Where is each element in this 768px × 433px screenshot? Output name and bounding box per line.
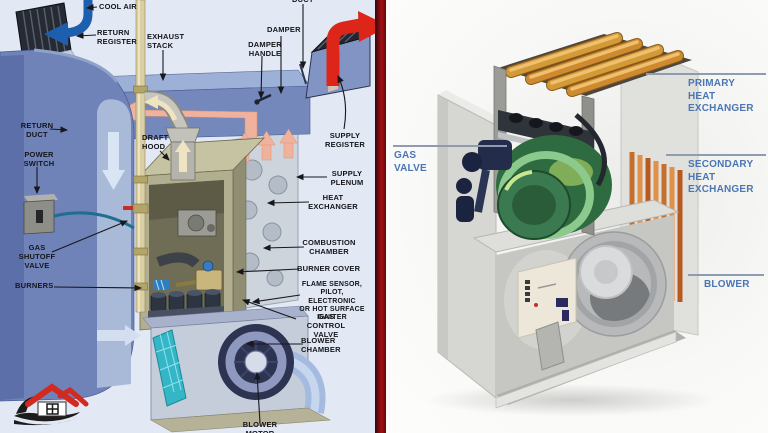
furnace-schematic-art <box>0 0 375 433</box>
label-gas-shutoff-valve: GAS SHUTOFF VALVE <box>18 243 56 270</box>
label-burners: BURNERS <box>15 281 54 290</box>
gas-control-valve-part <box>175 260 223 291</box>
silver-blower-drum <box>561 231 667 337</box>
leader-lines <box>33 4 347 424</box>
label-secondary-heat-exchanger: SECONDARY HEAT EXCHANGER <box>688 159 754 195</box>
red-divider-bar <box>375 0 386 433</box>
home-services-logo <box>14 383 89 426</box>
label-gas-control-valve: GAS CONTROL VALVE <box>306 312 346 339</box>
label-damper-handle: DAMPER HANDLE <box>248 40 282 58</box>
callout-line-primary <box>646 73 766 75</box>
callout-line-blower <box>688 274 764 276</box>
shutoff-valve-handle <box>123 206 133 210</box>
burners-row <box>148 289 224 321</box>
air-filter <box>152 329 187 407</box>
label-supply-plenum: SUPPLY PLENUM <box>330 169 364 187</box>
label-primary-heat-exchanger: PRIMARY HEAT EXCHANGER <box>688 78 754 114</box>
label-gas-valve: GAS VALVE <box>394 150 427 174</box>
igniter-part <box>153 279 169 291</box>
damper-handle-part <box>254 93 272 105</box>
return-air-arrow-down <box>102 132 125 190</box>
label-return-duct: RETURN DUCT <box>20 121 54 139</box>
cabinet-left-wall <box>437 90 504 400</box>
floor-shadow <box>426 384 716 416</box>
control-board <box>517 257 577 339</box>
label-draft-hood: DRAFT HOOD <box>142 133 169 151</box>
inducer-assembly <box>456 113 612 240</box>
return-duct-body <box>0 48 141 402</box>
furnace-render-art <box>426 32 716 416</box>
vent-elbow <box>156 252 200 268</box>
label-heat-exchanger: HEAT EXCHANGER <box>308 193 358 211</box>
gas-valve-part <box>456 140 512 222</box>
label-blower-motor: BLOWER MOTOR <box>242 420 278 433</box>
label-damper: DAMPER <box>267 25 301 34</box>
label-return-register: RETURN REGISTER <box>97 28 137 46</box>
primary-heat-exchanger-part <box>498 32 692 97</box>
heat-exchanger-panel <box>231 129 299 311</box>
inducer-motor <box>177 209 217 237</box>
label-blower-chamber: BLOWER CHAMBER <box>301 336 341 354</box>
callout-line-secondary <box>666 154 766 156</box>
label-duct: DUCT <box>292 0 322 4</box>
power-switch-part <box>23 194 135 235</box>
label-blower: BLOWER <box>704 279 750 290</box>
return-air-arrow-right <box>97 325 141 346</box>
label-power-switch: POWER SWITCH <box>23 150 55 168</box>
supply-air-arrow <box>326 18 362 86</box>
label-burner-cover: BURNER COVER <box>297 264 361 273</box>
draft-hood-part <box>144 90 201 181</box>
label-exhaust-stack: EXHAUST STACK <box>147 32 185 50</box>
cool-air-arrow <box>65 0 93 38</box>
condensate-chute <box>535 321 565 371</box>
label-combustion-chamber: COMBUSTION CHAMBER <box>302 238 356 256</box>
gas-pipe-and-stack <box>123 0 149 313</box>
label-flame-sensor: FLAME SENSOR, PILOT, ELECTRONIC OR HOT S… <box>299 281 365 321</box>
label-supply-register: SUPPLY REGISTER <box>325 131 365 149</box>
furnace-render-panel: GAS VALVE PRIMARY HEAT EXCHANGER SECONDA… <box>386 0 768 433</box>
label-cool-air: COOL AIR <box>99 2 137 11</box>
furnace-schematic-panel: COOL AIR RETURN REGISTER EXHAUST STACK D… <box>0 0 375 433</box>
blower-wheel <box>218 324 294 400</box>
blower-chamber-box <box>142 305 332 433</box>
callout-line-gas-valve <box>393 145 507 147</box>
lower-compartment <box>495 215 686 409</box>
supply-register-vent <box>305 11 375 99</box>
